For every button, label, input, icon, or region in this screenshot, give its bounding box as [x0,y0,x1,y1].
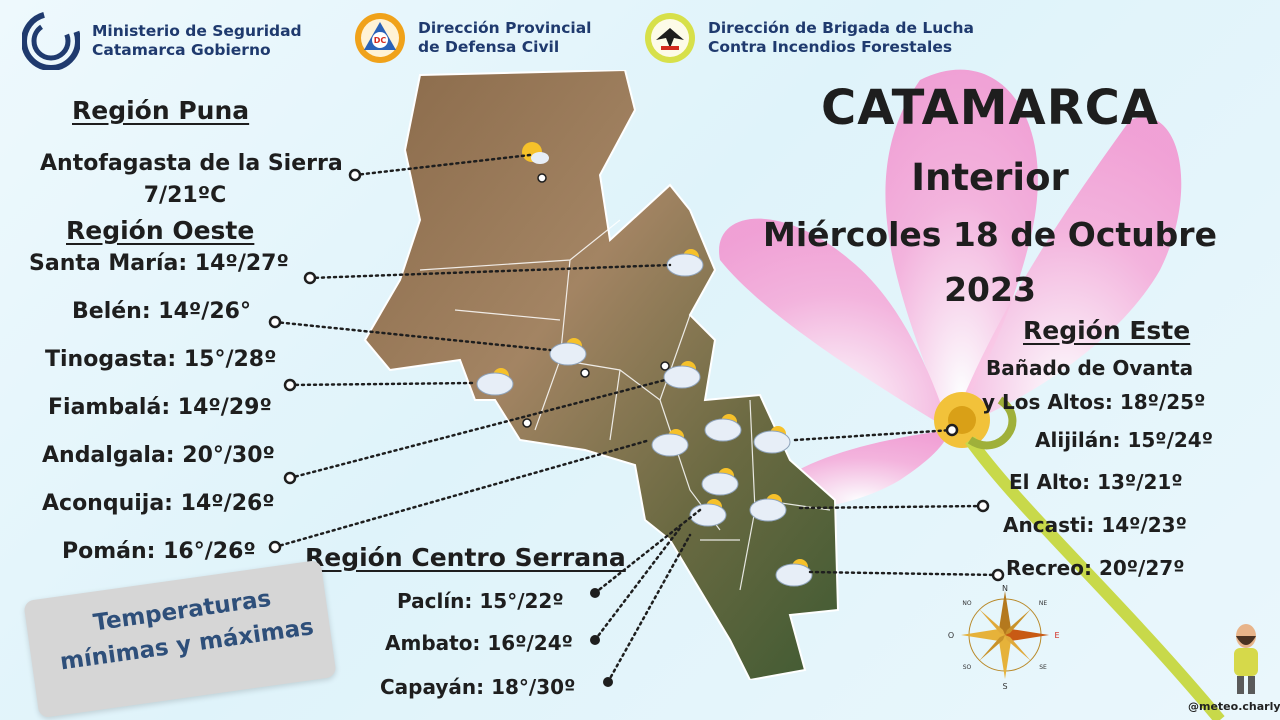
oeste-item-belen: Belén: 14º/26° [72,299,251,324]
compass-rose-icon: N S E O NE NO SE SO [948,585,1060,690]
oeste-item-fiambala: Fiambalá: 14º/29º [48,395,272,420]
department-borders [419,219,831,591]
sun-cloud-icon [775,559,813,587]
compass-s: S [1002,682,1007,690]
region-centro-title: Región Centro Serrana [305,543,626,572]
este-item-el-alto: El Alto: 13º/21º [1009,470,1183,494]
logo-brigada-line2: Contra Incendios Forestales [708,38,953,56]
este-item-ancasti: Ancasti: 14º/23º [1003,513,1187,537]
sun-cloud-icon [522,142,549,164]
compass-ne: NE [1039,600,1047,607]
region-puna-title: Región Puna [72,96,250,125]
compass-e: E [1054,631,1059,640]
province-outline [363,70,840,680]
sun-cloud-icon [701,468,739,496]
region-oeste-title: Región Oeste [66,216,255,245]
logo-defensa-line2: de Defensa Civil [418,38,560,56]
oeste-item-tinogasta: Tinogasta: 15°/28º [45,347,277,372]
logo-defensa-line1: Dirección Provincial [418,19,592,37]
catamarca-map [363,70,840,680]
logo-ministerio-line2: Catamarca Gobierno [92,41,271,59]
logo-ministerio: Ministerio de Seguridad Catamarca Gobier… [22,12,302,70]
catamarca-c-logo-icon [22,12,80,70]
sun-cloud-icon [666,249,704,277]
compass-o: O [948,631,954,640]
centro-item-ambato: Ambato: 16º/24º [385,631,573,655]
sun-cloud-icon [749,494,787,522]
cosmos-flower-decoration [719,69,1225,720]
este-item-banado-line2: y Los Altos: 18º/25º [982,390,1206,414]
compass-so: SO [963,664,972,671]
centro-item-capayan: Capayán: 18°/30º [380,675,576,699]
title-date: Miércoles 18 de Octubre [763,215,1217,254]
puna-place-temp: 7/21ºC [143,183,227,208]
flower-stem [965,436,1225,720]
title-year: 2023 [944,270,1036,309]
centro-item-paclin: Paclín: 15°/22º [397,589,564,613]
defensa-civil-seal-icon: DC [355,13,405,63]
sun-cloud-icon [663,361,701,389]
sun-cloud-icon [651,429,689,457]
seal-dc-text: DC [374,36,387,45]
brigada-seal-icon [645,13,695,63]
compass-se: SE [1039,664,1047,671]
sun-cloud-icon [753,426,791,454]
credit-handle: @meteo.charly [1188,700,1280,713]
sun-cloud-icon [704,414,742,442]
compass-n: N [1002,585,1008,593]
puna-place-name: Antofagasta de la Sierra [40,151,343,176]
este-item-recreo: Recreo: 20º/27º [1006,556,1185,580]
region-este-title: Región Este [1023,316,1191,345]
region-puna-location: Antofagasta de la Sierra 7/21ºC [40,148,343,212]
logo-brigada-line1: Dirección de Brigada de Lucha [708,19,974,37]
logo-brigada: Dirección de Brigada de Lucha Contra Inc… [644,12,974,64]
oeste-item-aconquija: Aconquija: 14º/26º [42,491,275,516]
title-interior: Interior [911,156,1069,199]
compass-no: NO [962,600,971,607]
weather-icons [476,142,813,587]
logo-defensa-civil: DC Dirección Provincial de Defensa Civil [354,12,591,64]
sun-cloud-icon [476,368,514,396]
location-markers [522,173,670,428]
este-item-banado-line1: Bañado de Ovanta [986,356,1194,380]
oeste-item-andalgala: Andalgala: 20°/30º [42,443,275,468]
sun-cloud-icon [549,338,587,366]
este-item-alijilan: Alijilán: 15º/24º [1035,428,1213,452]
title-province: CATAMARCA [820,80,1160,136]
meteo-charly-mascot-icon [1234,624,1258,694]
oeste-item-santa-maria: Santa María: 14º/27º [29,251,289,276]
logo-ministerio-line1: Ministerio de Seguridad [92,22,302,40]
oeste-item-poman: Pomán: 16°/26º [62,539,256,564]
